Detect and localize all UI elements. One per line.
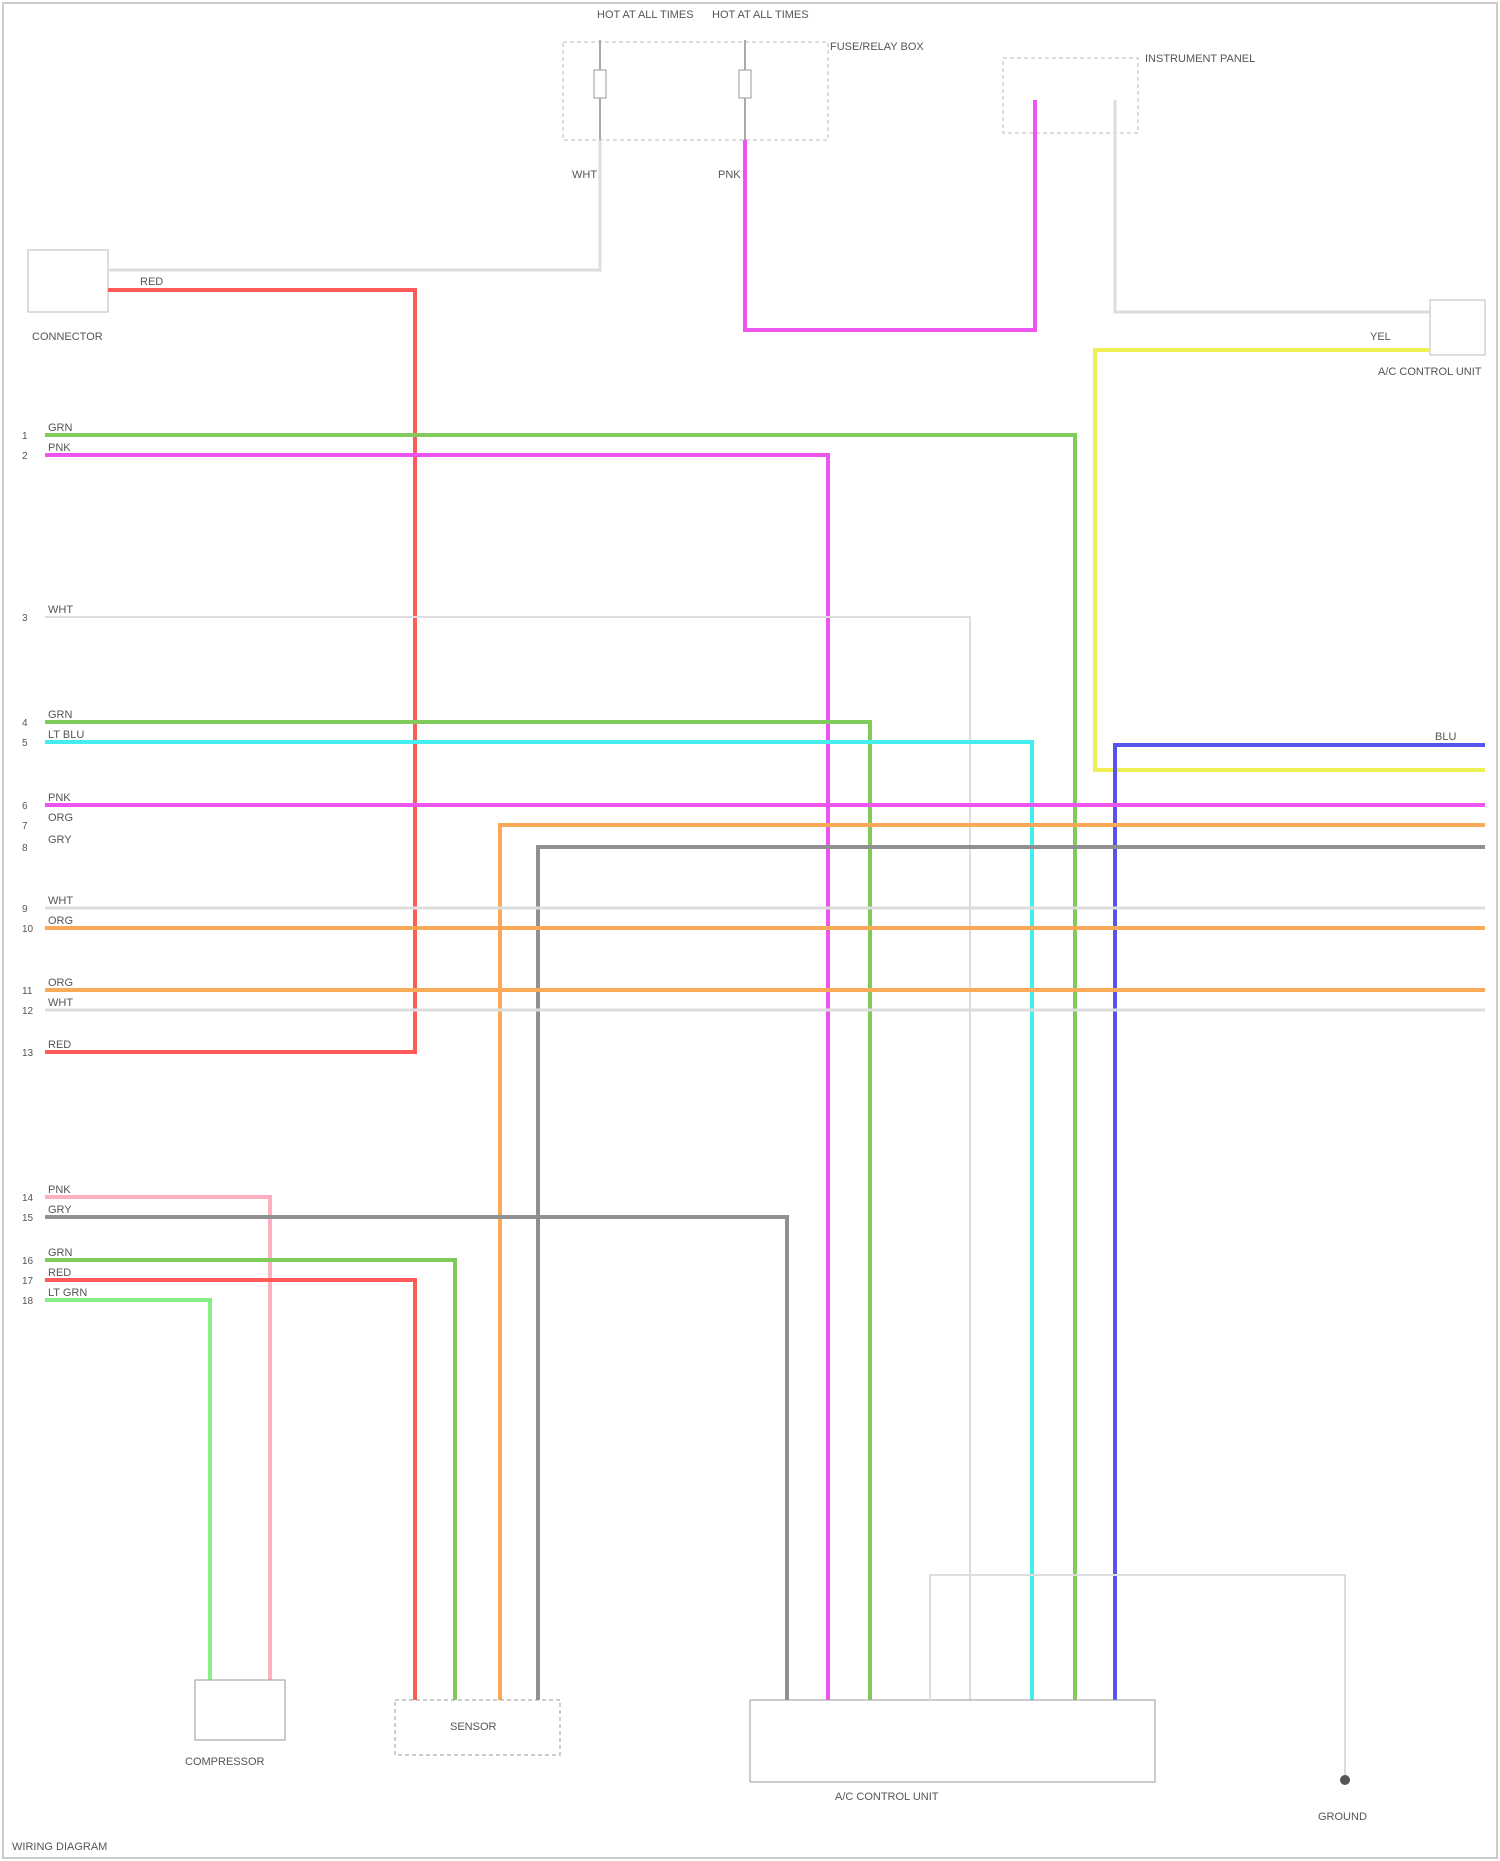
wire-h-3 [45, 617, 970, 1700]
wire-h-17 [45, 1280, 415, 1700]
harness-pin-8: 8 [22, 843, 28, 854]
wire-blue [1115, 745, 1485, 1700]
harness-wire-label-18: LT GRN [48, 1287, 87, 1299]
wire-ground [930, 1575, 1345, 1780]
wire-label-blue: BLU [1435, 731, 1456, 743]
wire-h-1 [45, 435, 1075, 1700]
harness-wire-label-1: GRN [48, 422, 73, 434]
wire-top-magenta [745, 100, 1035, 330]
ground-icon [1340, 1775, 1350, 1785]
harness-wire-label-4: GRN [48, 709, 73, 721]
fuse-a-icon [594, 70, 606, 98]
harness-pin-16: 16 [22, 1256, 34, 1267]
harness-wire-label-17: RED [48, 1267, 71, 1279]
harness-wire-label-11: ORG [48, 977, 73, 989]
diagram-border [3, 3, 1497, 1858]
wire-h-2 [45, 455, 828, 1700]
left-connector-label: CONNECTOR [32, 331, 103, 343]
wire-h-8 [538, 847, 1485, 1700]
harness-pin-9: 9 [22, 904, 28, 915]
harness-pin-1: 1 [22, 431, 28, 442]
wire-label-top-right: PNK [718, 169, 741, 181]
harness-pin-14: 14 [22, 1193, 34, 1204]
harness-pin-2: 2 [22, 451, 28, 462]
harness-pin-15: 15 [22, 1213, 34, 1224]
harness-wire-label-2: PNK [48, 442, 71, 454]
harness-wire-label-6: PNK [48, 792, 71, 804]
harness-pin-10: 10 [22, 924, 34, 935]
fuse-b-label: HOT AT ALL TIMES [712, 9, 809, 21]
dash-panel-label: INSTRUMENT PANEL [1145, 53, 1255, 65]
harness-wire-label-3: WHT [48, 604, 73, 616]
harness-pin-12: 12 [22, 1006, 34, 1017]
harness-pin-18: 18 [22, 1296, 34, 1307]
harness-pin-3: 3 [22, 613, 28, 624]
harness-pin-7: 7 [22, 821, 28, 832]
control-unit-label: A/C CONTROL UNIT [835, 1791, 939, 1803]
compressor-label: COMPRESSOR [185, 1756, 265, 1768]
harness-wire-label-7: ORG [48, 812, 73, 824]
fuse-b-icon [739, 70, 751, 98]
wire-h-18 [45, 1300, 210, 1680]
wire-h-16 [45, 1260, 455, 1700]
sensor-label: SENSOR [450, 1721, 497, 1733]
dash-panel-box [1003, 58, 1138, 133]
left-connector-box [28, 250, 108, 312]
fuse-box-label: FUSE/RELAY BOX [830, 41, 924, 53]
wire-label-red: RED [140, 276, 163, 288]
harness-pin-4: 4 [22, 718, 28, 729]
harness-wire-label-13: RED [48, 1039, 71, 1051]
footer-label: WIRING DIAGRAM [12, 1841, 107, 1853]
harness-wire-label-15: GRY [48, 1204, 72, 1216]
right-connector-box [1430, 300, 1485, 355]
wire-red-trunk [45, 290, 415, 1052]
fuse-a-label: HOT AT ALL TIMES [597, 9, 694, 21]
harness-wire-label-9: WHT [48, 895, 73, 907]
harness-wire-label-14: PNK [48, 1184, 71, 1196]
harness-wire-label-12: WHT [48, 997, 73, 1009]
harness-pin-11: 11 [22, 986, 33, 997]
wire-h-4 [45, 722, 870, 1700]
harness-wire-label-8: GRY [48, 834, 72, 846]
harness-pin-13: 13 [22, 1048, 34, 1059]
wire-h-7 [500, 825, 1485, 1700]
wire-label-top-left: WHT [572, 169, 597, 181]
harness-wire-label-5: LT BLU [48, 729, 84, 741]
right-connector-label: A/C CONTROL UNIT [1378, 366, 1482, 378]
harness-wire-label-10: ORG [48, 915, 73, 927]
harness-pin-5: 5 [22, 738, 28, 749]
wire-dash-white [1115, 100, 1430, 312]
wire-h-14 [45, 1197, 270, 1680]
compressor-box [195, 1680, 285, 1740]
wire-top-left-white [108, 140, 600, 270]
harness-pin-6: 6 [22, 801, 28, 812]
harness-pin-17: 17 [22, 1276, 34, 1287]
ground-label: GROUND [1318, 1811, 1367, 1823]
control-unit-box [750, 1700, 1155, 1782]
harness-wire-label-16: GRN [48, 1247, 73, 1259]
wire-yellow [1095, 350, 1485, 770]
wire-label-yellow: YEL [1370, 331, 1391, 343]
